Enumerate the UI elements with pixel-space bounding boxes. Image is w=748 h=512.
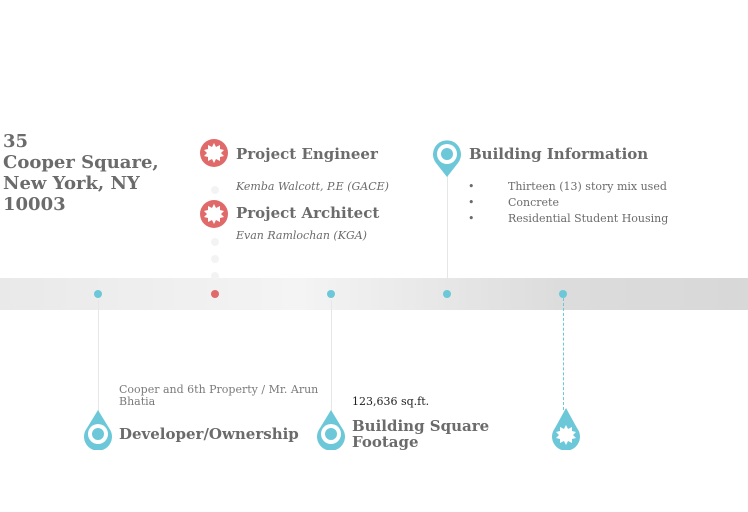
timeline-dot xyxy=(211,290,219,298)
timeline-band xyxy=(0,278,748,310)
gear-icon xyxy=(200,200,228,228)
developer-detail: Cooper and 6th Property / Mr. Arun Bhati… xyxy=(119,383,319,408)
list-item: •Thirteen (13) story mix used xyxy=(468,180,667,193)
developer-title: Developer/Ownership xyxy=(119,425,299,443)
address-line: 35 xyxy=(3,131,29,152)
connector-line xyxy=(331,300,332,412)
location-pin-icon xyxy=(84,410,112,450)
address: 35 Cooper Square, New York, NY 10003 xyxy=(3,131,159,215)
list-item: •Residential Student Housing xyxy=(468,212,669,225)
list-item: •Concrete xyxy=(468,196,559,209)
timeline-dot xyxy=(443,290,451,298)
timeline-dot xyxy=(94,290,102,298)
location-pin-icon xyxy=(317,410,345,450)
engineer-title: Project Engineer xyxy=(236,145,378,163)
location-pin-icon xyxy=(433,140,461,177)
connector-line xyxy=(98,300,99,412)
faint-dot xyxy=(211,238,219,246)
architect-name: Evan Ramlochan (KGA) xyxy=(236,229,367,242)
footage-detail: 123,636 sq.ft. xyxy=(352,395,430,408)
building-info-list: •Thirteen (13) story mix used •Concrete … xyxy=(468,179,668,227)
timeline-dot xyxy=(327,290,335,298)
address-line: 10003 xyxy=(3,194,66,215)
faint-dot xyxy=(211,186,219,194)
architect-title: Project Architect xyxy=(236,204,380,222)
address-line: Cooper Square, xyxy=(3,152,159,173)
address-line: New York, NY xyxy=(3,173,140,194)
building-info-title: Building Information xyxy=(469,145,649,163)
footage-title: Building Square Footage xyxy=(352,417,490,451)
gear-pin-icon xyxy=(552,408,580,450)
gear-icon xyxy=(200,139,228,167)
engineer-name: Kemba Walcott, P.E (GACE) xyxy=(236,180,389,193)
faint-dot xyxy=(211,272,219,280)
connector-line xyxy=(447,175,448,290)
timeline-dot xyxy=(559,290,567,298)
faint-dot xyxy=(211,255,219,263)
dashed-connector xyxy=(563,298,564,410)
